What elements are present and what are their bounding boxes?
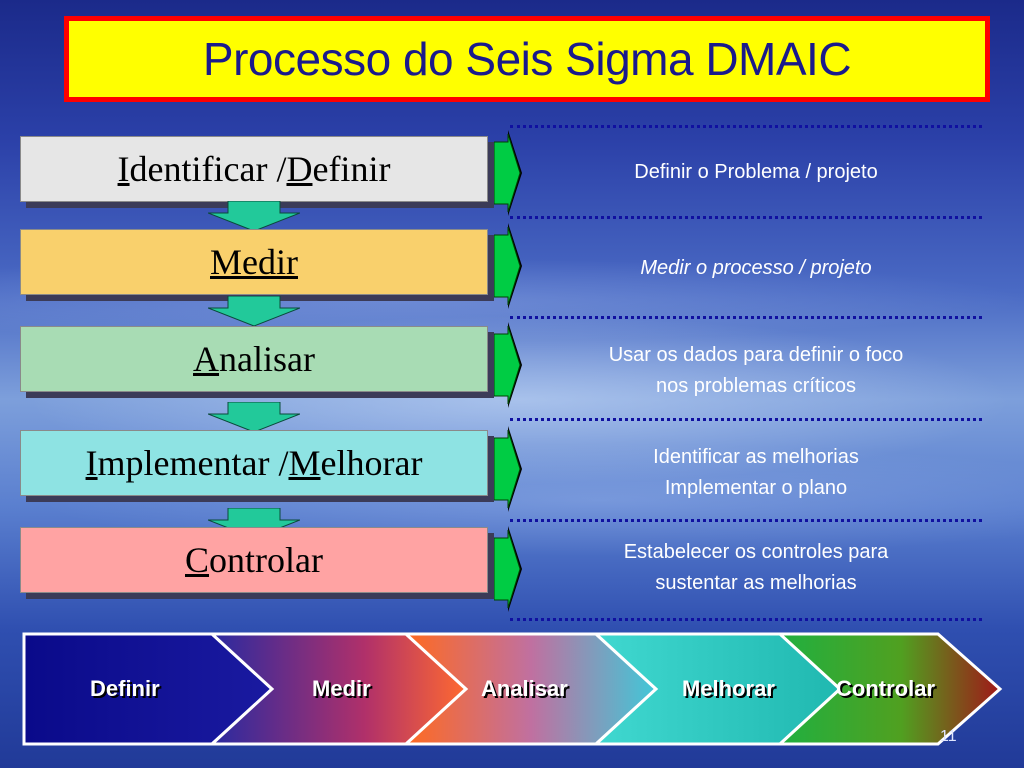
- step-initial: A: [193, 339, 220, 379]
- separator-line: [510, 519, 982, 522]
- chevron-label-definir: Definir: [90, 676, 160, 701]
- step-label: dentificar /: [129, 149, 287, 189]
- right-arrow-icon: [494, 426, 522, 512]
- step-label: nalisar: [219, 339, 315, 379]
- step-initial: D: [286, 149, 313, 189]
- down-arrow-icon: [208, 296, 300, 326]
- chevron-label-medir: Medir: [312, 676, 371, 701]
- chevron-label-melhorar: Melhorar: [682, 676, 775, 701]
- right-arrow-icon: [494, 223, 522, 309]
- step-label: efinir: [312, 149, 391, 189]
- separator-line: [510, 316, 982, 319]
- down-arrow-icon: [208, 402, 300, 432]
- separator-line: [510, 125, 982, 128]
- right-arrow-icon: [494, 526, 522, 612]
- step-label: mplementar /: [97, 443, 289, 483]
- page-number: 11: [940, 728, 957, 745]
- step-initial: C: [185, 540, 210, 580]
- step-initial: M: [288, 443, 321, 483]
- step-label: elhorar: [320, 443, 423, 483]
- right-arrow-icon: [494, 322, 522, 408]
- step-initial: Medir: [210, 242, 298, 282]
- separator-line: [510, 618, 982, 621]
- page-title: Processo do Seis Sigma DMAIC: [202, 33, 852, 85]
- right-arrow-icon: [494, 130, 522, 216]
- step-label: ontrolar: [209, 540, 323, 580]
- step-initial: I: [117, 149, 130, 189]
- step-description: Medir o processo / projeto: [640, 257, 872, 279]
- down-arrow-icon: [208, 201, 300, 231]
- step-initial: I: [85, 443, 98, 483]
- chevron-label-analisar: Analisar: [481, 676, 568, 701]
- title-box: Processo do Seis Sigma DMAIC: [64, 16, 990, 102]
- dmaic-chevron-bar: [22, 632, 1003, 746]
- step-description: Definir o Problema / projeto: [634, 161, 878, 183]
- step-medir: Medir: [20, 229, 488, 295]
- chevron-label-controlar: Controlar: [836, 676, 935, 701]
- separator-line: [510, 216, 982, 219]
- separator-line: [510, 418, 982, 421]
